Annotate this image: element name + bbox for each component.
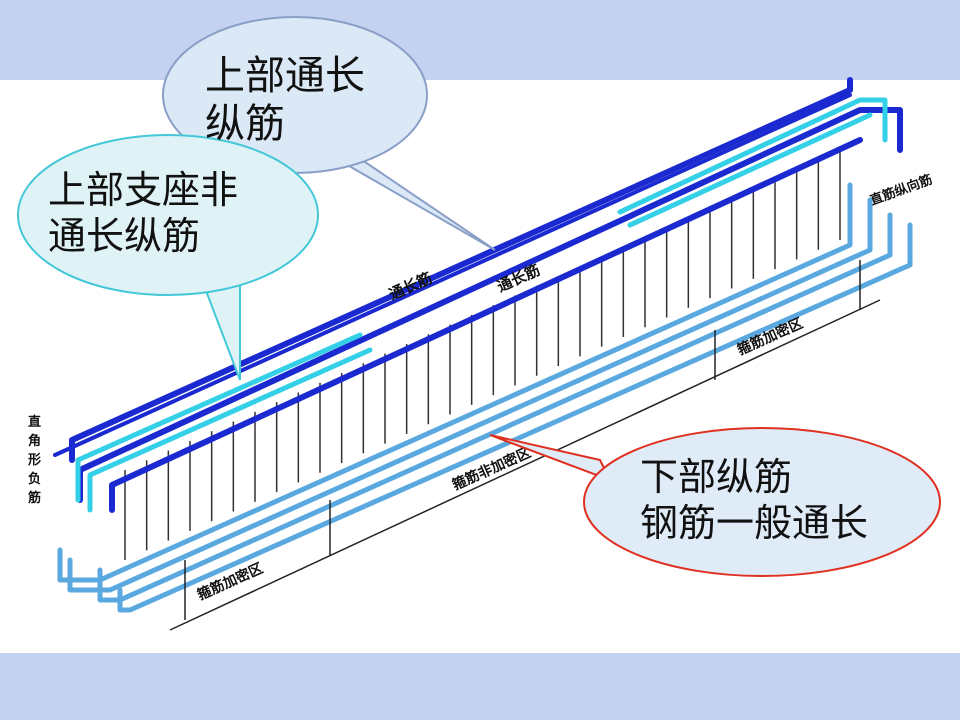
- callout-top-continuous-text: 上部通长 纵筋: [205, 53, 365, 147]
- top-band: [0, 0, 960, 80]
- callout-top-support-text: 上部支座非 通长纵筋: [48, 168, 239, 258]
- svg-text:负: 负: [28, 471, 41, 487]
- dimension-lines: [169, 260, 881, 631]
- continuous-bar-label-1: 通长筋: [386, 269, 434, 304]
- right-angle-negative-label: 直 角 形 负 筋: [27, 414, 41, 506]
- callout-top-support: [17, 134, 319, 381]
- longitudinal-bar-label: 直筋纵向筋: [868, 171, 935, 208]
- bottom-rebar: [57, 182, 913, 613]
- bottom-band: [0, 653, 960, 720]
- callout-bottom-text: 下部纵筋 钢筋一般通长: [640, 455, 869, 545]
- svg-text:筋: 筋: [27, 490, 41, 506]
- callout-top-continuous: [162, 16, 496, 251]
- stirrups: [124, 150, 841, 560]
- svg-text:角: 角: [28, 433, 41, 449]
- svg-text:直: 直: [28, 414, 41, 430]
- support-rebar: [75, 97, 888, 513]
- svg-text:形: 形: [28, 453, 41, 468]
- callout-bottom: [489, 427, 941, 577]
